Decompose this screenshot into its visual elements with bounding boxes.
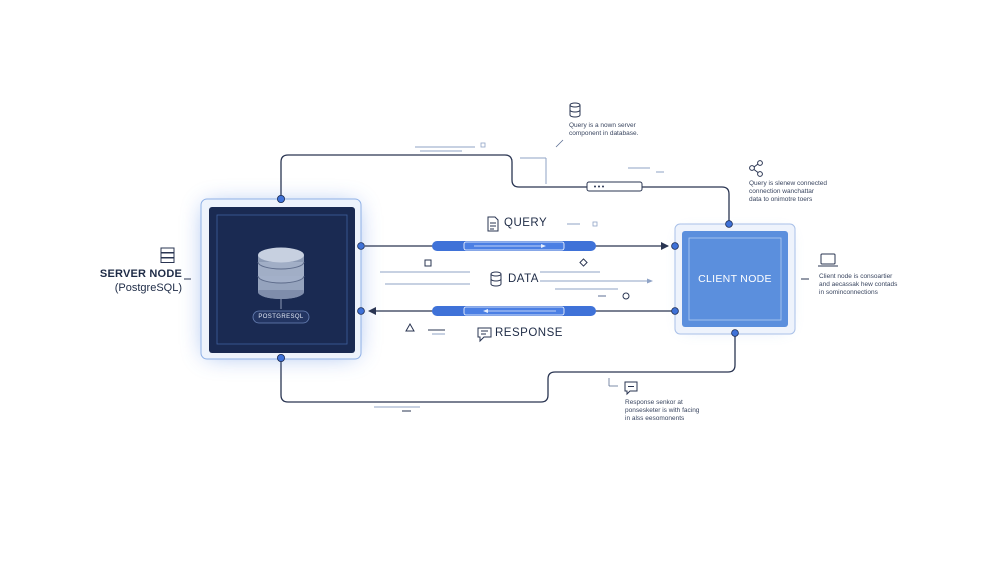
right-note-line: Client node is consoartier bbox=[819, 273, 893, 280]
share-icon bbox=[749, 160, 763, 177]
pill-dot bbox=[602, 185, 604, 188]
server-port-bottom[interactable] bbox=[276, 353, 285, 362]
deco-circle bbox=[622, 292, 630, 300]
laptop-icon bbox=[818, 253, 838, 267]
server-port-query[interactable] bbox=[357, 242, 365, 250]
client-node-inner-frame bbox=[688, 237, 782, 321]
document-icon bbox=[487, 216, 499, 232]
response-label: RESPONSE bbox=[495, 327, 563, 339]
server-port-top[interactable] bbox=[276, 194, 285, 203]
query-label: QUERY bbox=[504, 217, 548, 229]
client-port-bottom[interactable] bbox=[731, 329, 739, 337]
top-connector-pill bbox=[586, 181, 643, 192]
deco-diamond bbox=[579, 258, 588, 267]
top-connector-line bbox=[280, 154, 730, 224]
deco-square bbox=[592, 221, 598, 227]
bottom-note: Response senkor at ponsesketer is with f… bbox=[625, 399, 735, 423]
postgresql-pill bbox=[252, 310, 310, 324]
server-rack-icon bbox=[160, 247, 175, 263]
database-icon bbox=[490, 271, 502, 287]
query-arrowhead bbox=[661, 242, 669, 250]
right-top-note: Query is slenew connected connection wan… bbox=[749, 180, 859, 204]
response-arrowhead bbox=[368, 307, 376, 315]
deco-line bbox=[555, 139, 564, 148]
client-port-query[interactable] bbox=[671, 242, 679, 250]
right-note-line: in sominconnections bbox=[819, 289, 878, 296]
top-note-line: Query is a nown server bbox=[569, 122, 636, 129]
pill-dot bbox=[594, 185, 596, 188]
server-node-inner-frame bbox=[216, 214, 348, 345]
client-port-top[interactable] bbox=[725, 220, 733, 228]
server-node-subtitle: (PostgreSQL) bbox=[114, 282, 182, 294]
response-pill-arrow-head bbox=[483, 309, 488, 313]
chat-icon bbox=[477, 327, 492, 343]
database-cylinder-icon bbox=[257, 247, 305, 309]
right-top-note-line: data to onimotre toers bbox=[749, 196, 813, 203]
server-node-title: SERVER NODE bbox=[99, 268, 182, 280]
right-top-note-line: connection wanchattar bbox=[749, 188, 815, 195]
deco-square bbox=[424, 259, 432, 267]
bottom-note-line: ponsesketer is with facing bbox=[625, 407, 700, 414]
deco-triangle bbox=[405, 322, 415, 332]
server-port-response[interactable] bbox=[357, 307, 365, 315]
right-note-line: and aecassak hew contads bbox=[819, 281, 898, 288]
query-pill-arrow-head bbox=[541, 244, 546, 248]
client-port-response[interactable] bbox=[671, 307, 679, 315]
postgresql-label: POSTGRESQL bbox=[258, 313, 304, 320]
top-note-line: component in database. bbox=[569, 130, 639, 137]
bottom-note-line: in alss eesomonents bbox=[625, 415, 685, 422]
right-note: Client node is consoartier and aecassak … bbox=[819, 273, 934, 297]
client-node-title: CLIENT NODE bbox=[698, 273, 772, 285]
pill-dot bbox=[598, 185, 600, 188]
database-icon bbox=[569, 102, 581, 118]
client-node[interactable] bbox=[682, 231, 788, 327]
chat-icon bbox=[624, 381, 638, 396]
right-top-note-line: Query is slenew connected bbox=[749, 180, 828, 187]
bottom-connector-line bbox=[280, 333, 736, 403]
bottom-note-line: Response senkor at bbox=[625, 399, 683, 406]
data-arrowhead bbox=[647, 278, 653, 284]
top-note: Query is a nown server component in data… bbox=[569, 122, 679, 138]
data-label: DATA bbox=[508, 273, 539, 285]
deco-square bbox=[480, 142, 486, 148]
